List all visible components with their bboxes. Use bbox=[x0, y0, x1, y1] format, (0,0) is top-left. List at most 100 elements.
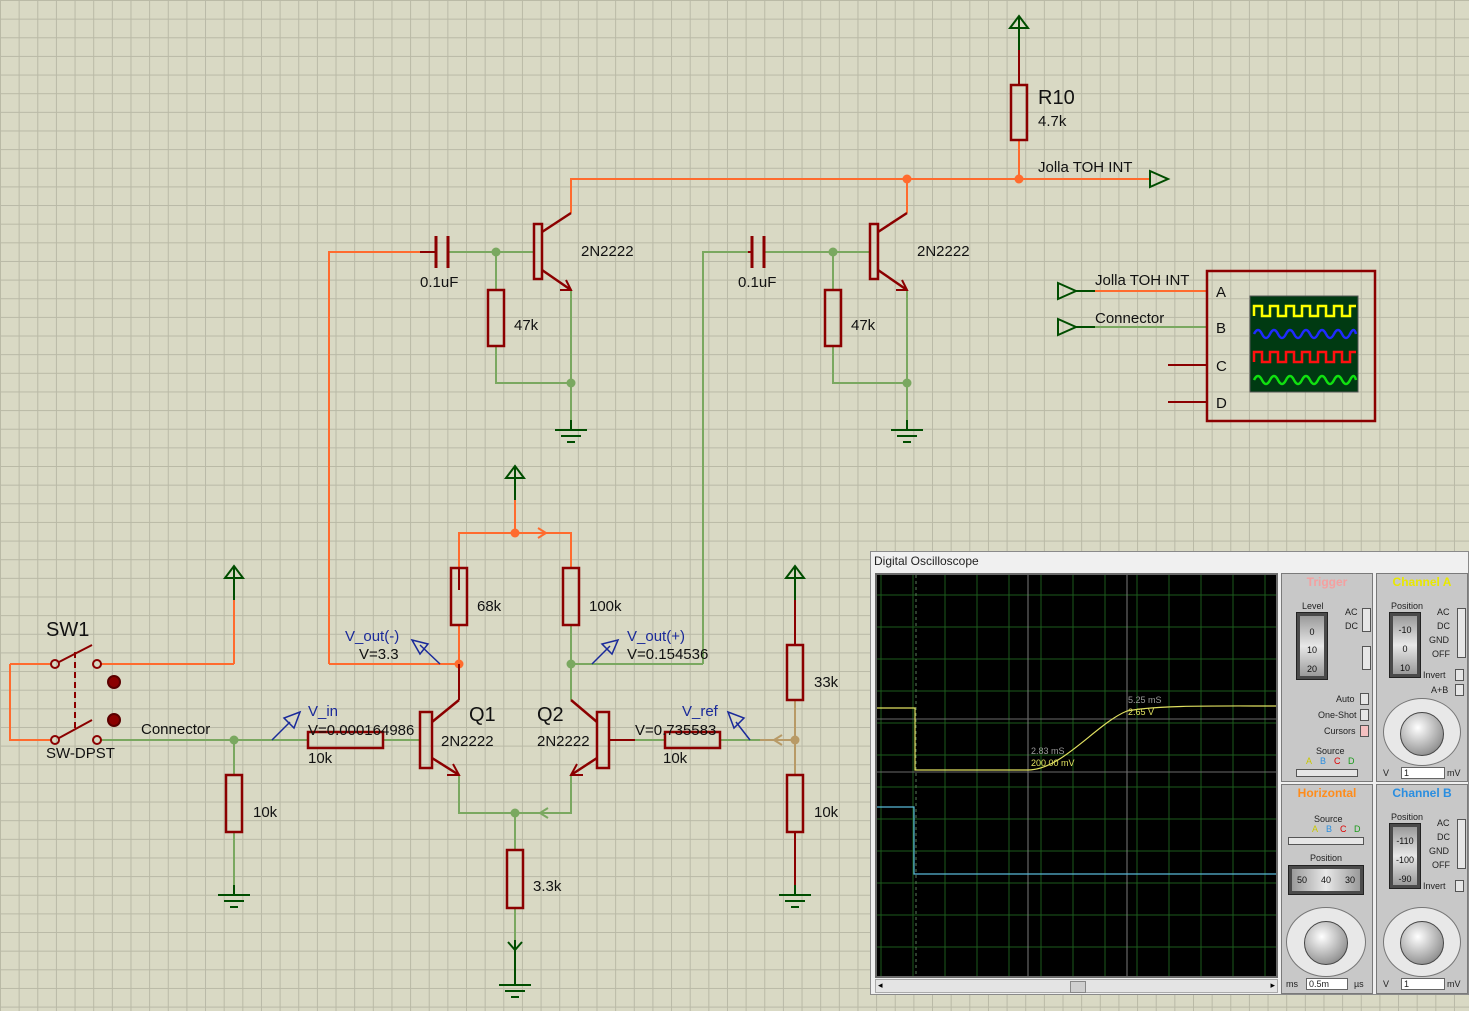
channel-b-invert-toggle[interactable] bbox=[1455, 880, 1464, 892]
oscilloscope-screen[interactable]: 2.83 mS 200.00 mV 5.25 mS 2.65 V bbox=[875, 573, 1278, 978]
horizontal-source-b: B bbox=[1326, 824, 1333, 834]
probe-vin-label: V_in bbox=[308, 703, 338, 720]
trigger-source-b: B bbox=[1320, 756, 1327, 766]
res-10k-ref-value: 10k bbox=[814, 804, 839, 821]
transistor-q1[interactable] bbox=[418, 664, 461, 777]
resistor-47k-right[interactable] bbox=[823, 288, 843, 348]
junction-dots bbox=[229, 174, 1024, 818]
ground-terminal-tail bbox=[498, 974, 532, 998]
resistor-3-3k[interactable] bbox=[505, 848, 525, 910]
channel-a-volts-value[interactable]: 1 bbox=[1401, 767, 1445, 779]
cursor1-time: 2.83 mS bbox=[1031, 746, 1065, 756]
horizontal-timebase-knob[interactable] bbox=[1304, 921, 1348, 965]
trigger-cursors-label: Cursors bbox=[1324, 726, 1356, 736]
wire-net-output bbox=[9, 140, 1207, 741]
horizontal-title: Horizontal bbox=[1297, 786, 1357, 800]
probe-vout-minus-icon[interactable] bbox=[410, 638, 441, 665]
terminal-scope-b-icon[interactable] bbox=[1057, 317, 1095, 337]
trace-channel-b bbox=[877, 806, 1276, 875]
oscilloscope-window[interactable]: Digital Oscilloscope bbox=[870, 551, 1469, 995]
channel-b-volts-knob[interactable] bbox=[1400, 921, 1444, 965]
horizontal-source-c: C bbox=[1340, 824, 1347, 834]
channel-a-volts-knob[interactable] bbox=[1400, 712, 1444, 756]
oscilloscope-scrollbar[interactable]: ◂ ▸ bbox=[875, 979, 1278, 993]
trigger-cursors-toggle[interactable] bbox=[1360, 725, 1369, 737]
terminal-jolla-output-icon[interactable] bbox=[1149, 169, 1171, 189]
scroll-left-arrow[interactable]: ◂ bbox=[878, 980, 883, 990]
cursor2-value: 2.65 V bbox=[1128, 707, 1154, 717]
trigger-oneshot-label: One-Shot bbox=[1318, 710, 1357, 720]
trigger-title: Trigger bbox=[1306, 575, 1348, 589]
transistor-q2[interactable] bbox=[569, 699, 635, 777]
scope-pin-c: C bbox=[1216, 358, 1227, 375]
resistor-10k-base2[interactable] bbox=[663, 730, 722, 750]
q2-label: Q2 bbox=[537, 704, 564, 726]
channel-b-panel: Channel B Position -110 -100 -90 AC DC G… bbox=[1376, 784, 1468, 994]
channel-b-position-wheel[interactable]: -110 -100 -90 bbox=[1389, 823, 1421, 889]
switch-sw1[interactable] bbox=[50, 644, 121, 745]
oscilloscope-instrument[interactable] bbox=[1168, 269, 1377, 423]
resistor-10k-ref[interactable] bbox=[785, 773, 805, 834]
r10-label: R10 bbox=[1038, 87, 1075, 109]
scroll-right-arrow[interactable]: ▸ bbox=[1270, 980, 1275, 990]
probe-vin-value: V=0.000164986 bbox=[308, 722, 414, 739]
res-68k-value: 68k bbox=[477, 598, 502, 615]
power-terminal-r10 bbox=[1009, 15, 1029, 51]
probe-vout-plus-icon[interactable] bbox=[591, 638, 620, 665]
r10-value: 4.7k bbox=[1038, 113, 1067, 130]
res-10k-base2-value: 10k bbox=[663, 750, 688, 767]
trigger-source-a: A bbox=[1306, 756, 1313, 766]
channel-b-mode-dc: DC bbox=[1437, 832, 1450, 842]
transistor-top-left[interactable] bbox=[532, 211, 573, 292]
terminal-scope-a-icon[interactable] bbox=[1057, 281, 1095, 301]
trigger-auto-toggle[interactable] bbox=[1360, 693, 1369, 705]
horizontal-source-slider[interactable] bbox=[1288, 837, 1364, 845]
channel-b-volts-value[interactable]: 1 bbox=[1401, 978, 1445, 990]
ground-terminal-right bbox=[890, 419, 924, 443]
trigger-level-wheel[interactable]: 0 10 20 bbox=[1296, 612, 1328, 680]
channel-a-mode-ac: AC bbox=[1437, 607, 1450, 617]
trigger-oneshot-toggle[interactable] bbox=[1360, 709, 1369, 721]
channel-a-position-wheel[interactable]: -10 0 10 bbox=[1389, 612, 1421, 678]
resistor-33k[interactable] bbox=[785, 643, 805, 702]
oscilloscope-title[interactable]: Digital Oscilloscope bbox=[871, 552, 1468, 571]
channel-a-invert-toggle[interactable] bbox=[1455, 669, 1464, 681]
channel-b-title: Channel B bbox=[1392, 786, 1452, 800]
channel-a-aplusb-toggle[interactable] bbox=[1455, 684, 1464, 696]
capacitor-left[interactable] bbox=[420, 236, 450, 268]
sw1-label: SW1 bbox=[46, 619, 89, 641]
transistor-top-right[interactable] bbox=[868, 211, 909, 292]
probe-vin-icon[interactable] bbox=[271, 710, 302, 741]
channel-a-aplusb-label: A+B bbox=[1431, 685, 1449, 695]
scope-pin-b: B bbox=[1216, 320, 1226, 337]
resistor-r10[interactable] bbox=[1009, 83, 1029, 142]
resistor-100k[interactable] bbox=[561, 566, 581, 627]
resistor-10k-in[interactable] bbox=[306, 730, 385, 750]
q-top-right-type: 2N2222 bbox=[917, 243, 970, 260]
trigger-ac-label: AC bbox=[1345, 607, 1358, 617]
horizontal-source-a: A bbox=[1312, 824, 1319, 834]
trigger-dc-label: DC bbox=[1345, 621, 1358, 631]
cursor1-value: 200.00 mV bbox=[1031, 758, 1075, 768]
trigger-level-label: Level bbox=[1302, 601, 1324, 611]
resistor-10k-gnd[interactable] bbox=[224, 773, 244, 834]
trigger-edge-toggle[interactable] bbox=[1362, 646, 1371, 670]
channel-a-mode-selector[interactable] bbox=[1457, 608, 1466, 658]
scope-pin-d: D bbox=[1216, 395, 1227, 412]
res-3-3k-value: 3.3k bbox=[533, 878, 562, 895]
trigger-source-slider[interactable] bbox=[1296, 769, 1358, 777]
resistor-47k-left[interactable] bbox=[486, 288, 506, 348]
channel-b-mode-selector[interactable] bbox=[1457, 819, 1466, 869]
scroll-thumb[interactable] bbox=[1070, 981, 1086, 993]
probe-vref-icon[interactable] bbox=[726, 710, 751, 741]
horizontal-position-wheel[interactable]: 50 40 30 bbox=[1288, 865, 1364, 895]
probe-vout-plus-label: V_out(+) bbox=[627, 628, 685, 645]
channel-a-mode-dc: DC bbox=[1437, 621, 1450, 631]
trigger-source-d: D bbox=[1348, 756, 1355, 766]
trigger-coupling-toggle[interactable] bbox=[1362, 608, 1371, 632]
trigger-source-c: C bbox=[1334, 756, 1341, 766]
capacitor-right[interactable] bbox=[748, 236, 766, 268]
channel-a-panel: Channel A Position -10 0 10 AC DC GND OF… bbox=[1376, 573, 1468, 782]
horizontal-timebase-value[interactable]: 0.5m bbox=[1306, 978, 1348, 990]
